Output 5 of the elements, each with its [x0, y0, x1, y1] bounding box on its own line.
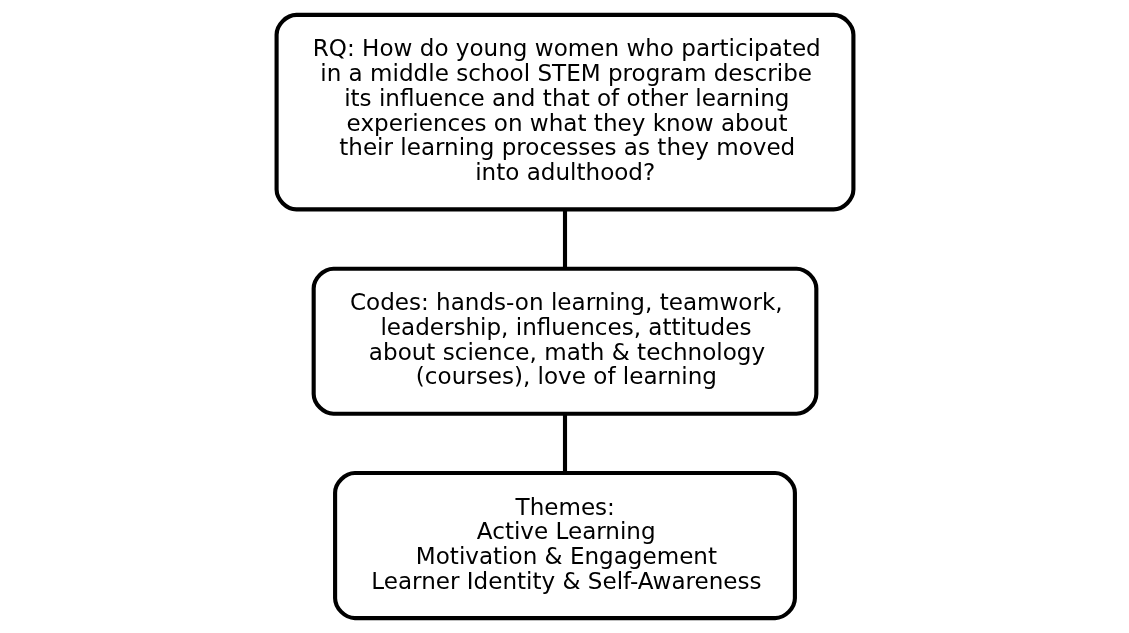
node-box: RQ: How do young women who participated in a middle school STEM program describe its influence and that of other learning experiences on what they know about their learning processes as they moved into adulthood? [274, 12, 855, 212]
node-box: Codes: hands-on learning, teamwork, leadership, influences, attitudes about science, math & technology (courses), love of learning [311, 266, 818, 416]
connector [562, 209, 567, 269]
node-box: Themes: Active Learning Motivation & Engagement Learner Identity & Self-Awareness [332, 471, 797, 621]
connector [562, 413, 567, 473]
